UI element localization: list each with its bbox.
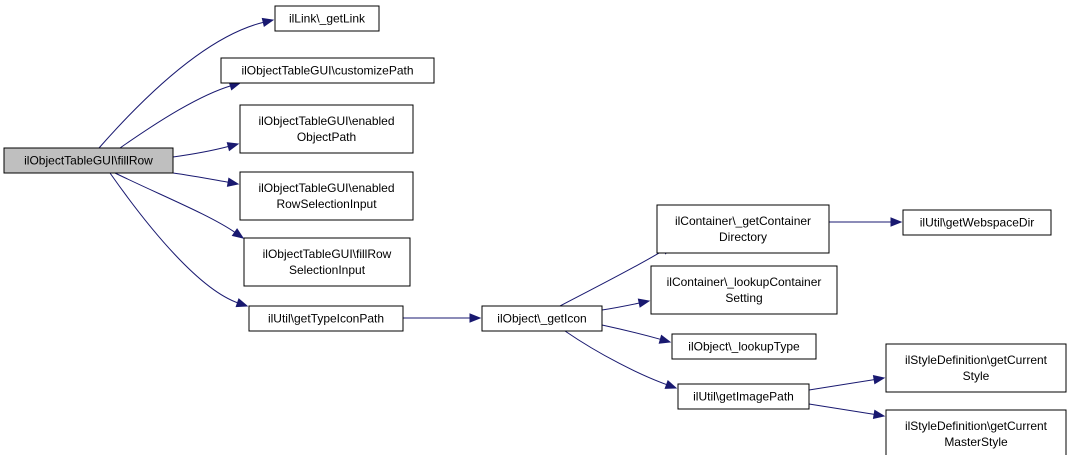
node-box — [677, 383, 810, 410]
edge-fillRow-to-enabledRowSelectionInput — [172, 172, 230, 183]
arrowhead-getImagePath — [664, 379, 678, 389]
edge-getIcon-to-getContainerDirectory — [559, 249, 665, 307]
node-label: ilObjectTableGUI\fillRow — [263, 247, 392, 261]
arrowhead-enabledObjectPath — [226, 142, 240, 152]
edge-fillRow-to-fillRowSelectionInput — [114, 172, 236, 234]
node-label: SelectionInput — [289, 263, 366, 277]
node-label: ilUtil\getImagePath — [693, 390, 794, 404]
node-customizePath[interactable]: ilObjectTableGUI\customizePath — [220, 57, 435, 84]
node-box — [239, 104, 414, 154]
arrowhead-lookupType — [658, 334, 672, 344]
node-box — [248, 305, 404, 332]
node-label: ilUtil\getWebspaceDir — [920, 216, 1035, 230]
node-box — [902, 209, 1052, 236]
edge-fillRow-to-customizePath — [119, 85, 232, 149]
arrowhead-getCurrentStyle — [872, 375, 886, 385]
arrowhead-lookupContainerSetting — [637, 298, 651, 308]
node-getTypeIconPath[interactable]: ilUtil\getTypeIconPath — [248, 305, 404, 332]
node-getImagePath[interactable]: ilUtil\getImagePath — [677, 383, 810, 410]
node-box — [220, 57, 435, 84]
node-label: ilUtil\getTypeIconPath — [268, 312, 384, 326]
node-getIcon[interactable]: ilObject\_getIcon — [481, 305, 603, 332]
node-fillRow[interactable]: ilObjectTableGUI\fillRow — [3, 147, 174, 174]
arrowhead-getTypeIconPath — [235, 298, 249, 308]
call-nodes: ilObjectTableGUI\fillRow ilLink\_getLinki… — [3, 5, 1067, 455]
node-box — [243, 237, 411, 287]
node-box — [274, 5, 380, 32]
node-getLink[interactable]: ilLink\_getLink — [274, 5, 380, 32]
arrowhead-fillRowSelectionInput — [231, 228, 245, 239]
node-label: ObjectPath — [297, 130, 356, 144]
node-box — [885, 409, 1067, 455]
edge-getImagePath-to-getCurrentMasterStyle — [808, 403, 876, 416]
edge-getImagePath-to-getCurrentStyle — [808, 378, 876, 391]
node-label: Directory — [719, 230, 767, 244]
arrowhead-enabledRowSelectionInput — [226, 177, 240, 187]
node-label: MasterStyle — [944, 435, 1008, 449]
arrowhead-getIcon — [469, 313, 482, 323]
node-label: ilLink\_getLink — [289, 12, 366, 26]
edge-fillRow-to-getLink — [98, 21, 265, 149]
edge-getIcon-to-lookupType — [601, 324, 662, 341]
node-label: ilObjectTableGUI\fillRow — [24, 154, 153, 168]
node-label: Setting — [725, 291, 762, 305]
node-label: ilContainer\_lookupContainer — [667, 275, 822, 289]
node-box — [650, 265, 838, 315]
node-label: ilObjectTableGUI\enabled — [258, 114, 394, 128]
node-label: ilContainer\_getContainer — [675, 214, 811, 228]
node-label: RowSelectionInput — [276, 197, 377, 211]
arrowhead-getWebspaceDir — [890, 217, 903, 227]
edge-fillRow-to-getTypeIconPath — [109, 172, 239, 304]
node-lookupType[interactable]: ilObject\_lookupType — [671, 333, 817, 360]
edge-getIcon-to-lookupContainerSetting — [601, 302, 641, 311]
node-label: ilObjectTableGUI\customizePath — [241, 64, 413, 78]
node-box — [239, 171, 414, 221]
arrowhead-getCurrentMasterStyle — [872, 409, 886, 419]
arrowhead-getLink — [261, 17, 275, 28]
edge-fillRow-to-enabledObjectPath — [172, 145, 230, 158]
node-label: ilStyleDefinition\getCurrent — [905, 353, 1048, 367]
edge-getIcon-to-getImagePath — [564, 330, 668, 386]
node-box — [885, 343, 1067, 393]
node-label: Style — [963, 369, 990, 383]
node-box — [671, 333, 817, 360]
node-label: ilObject\_getIcon — [497, 312, 586, 326]
node-label: ilStyleDefinition\getCurrent — [905, 419, 1048, 433]
node-box — [3, 147, 174, 174]
node-label: ilObjectTableGUI\enabled — [258, 181, 394, 195]
node-box — [656, 204, 830, 254]
node-enabledRowSelectionInput[interactable]: ilObjectTableGUI\enabledRowSelectionInpu… — [239, 171, 414, 221]
node-label: ilObject\_lookupType — [688, 340, 800, 354]
node-box — [481, 305, 603, 332]
node-getWebspaceDir[interactable]: ilUtil\getWebspaceDir — [902, 209, 1052, 236]
